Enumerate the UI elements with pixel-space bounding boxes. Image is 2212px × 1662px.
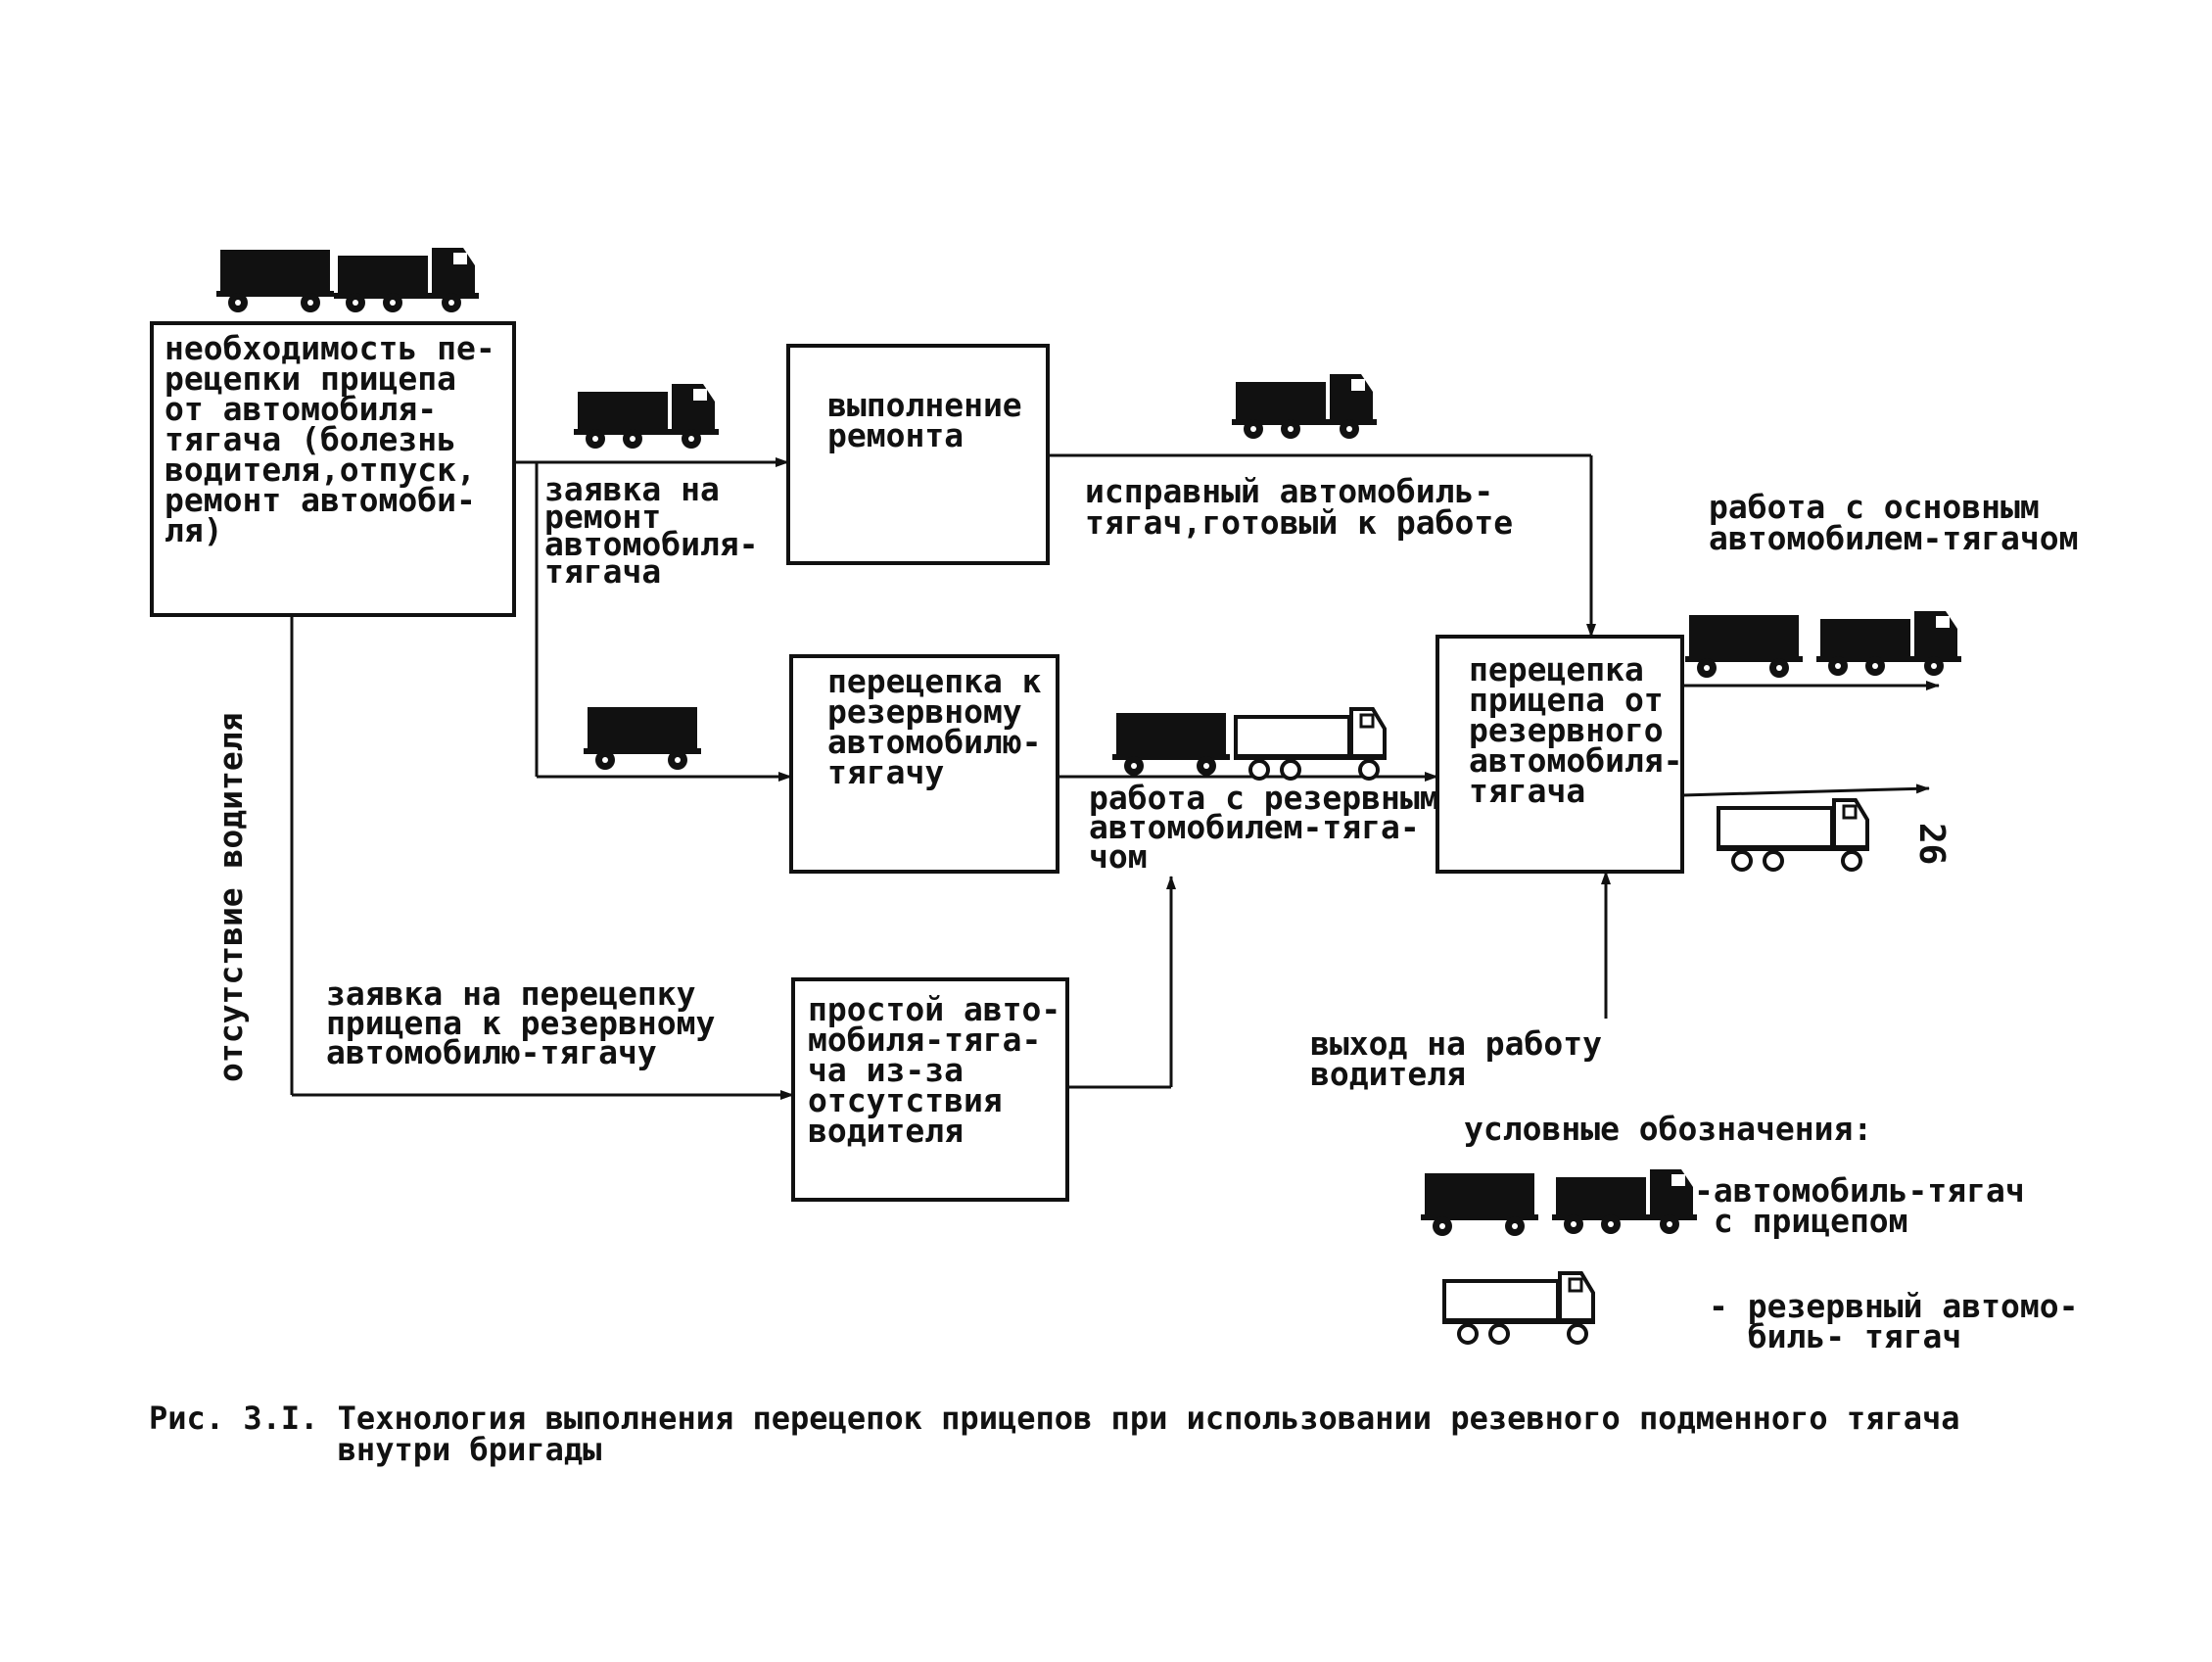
page-number: 26 <box>1911 823 1952 866</box>
truck-with-trailer-icon <box>216 248 479 312</box>
truck-icon <box>1232 374 1377 439</box>
trailer-icon <box>584 707 701 770</box>
box-need-recouple <box>150 321 516 617</box>
tractor-ready-label: исправный автомобиль- тягач,готовый к ра… <box>1085 472 1514 542</box>
repair-request-label: заявка на ремонт автомобиля- тягача <box>544 470 759 591</box>
legend-reserve-tractor: - резервный автомо- биль- тягач <box>1709 1287 2079 1355</box>
driver-return-label: выход на работу водителя <box>1310 1024 1603 1093</box>
box-repair <box>786 344 1050 565</box>
recouple-back-text: перецепка прицепа от резервного автомоби… <box>1469 650 1683 810</box>
recouple-reserve-text: перецепка к резервному автомобилю- тягач… <box>827 662 1042 791</box>
truck-with-trailer-icon <box>1421 1169 1697 1236</box>
reserve-truck-outline-icon <box>1715 798 1871 872</box>
reserve-truck-outline-icon <box>1440 1271 1597 1345</box>
figure-caption: Рис. 3.I. Технология выполнения перецепо… <box>149 1400 1960 1468</box>
legend-tractor-trailer: -автомобиль-тягач с прицепом <box>1694 1171 2025 1240</box>
arrow-output-reserve <box>1681 784 1930 797</box>
truck-icon <box>574 384 719 449</box>
driver-absent-label: отсутствие водителя <box>212 712 250 1083</box>
legend-title: условные обозначения: <box>1464 1110 1873 1148</box>
idle-text: простой авто- мобиля-тяга- ча из-за отсу… <box>808 990 1061 1150</box>
truck-with-trailer-icon <box>1685 611 1961 678</box>
need-recouple-text: необходимость пе- рецепки прицепа от авт… <box>165 329 495 549</box>
work-main-label: работа с основным автомобилем-тягачом <box>1709 488 2079 557</box>
box-recouple-reserve <box>789 654 1059 874</box>
work-reserve-label: работа с резервным автомобилем-тяга- чом <box>1089 779 1439 876</box>
box-idle <box>791 977 1069 1202</box>
repair-text: выполнение ремонта <box>827 386 1022 454</box>
recouple-request-label: заявка на перецепку прицепа к резервному… <box>326 974 716 1071</box>
truck-with-trailer-icon <box>1112 707 1388 781</box>
box-recouple-back <box>1435 635 1684 874</box>
